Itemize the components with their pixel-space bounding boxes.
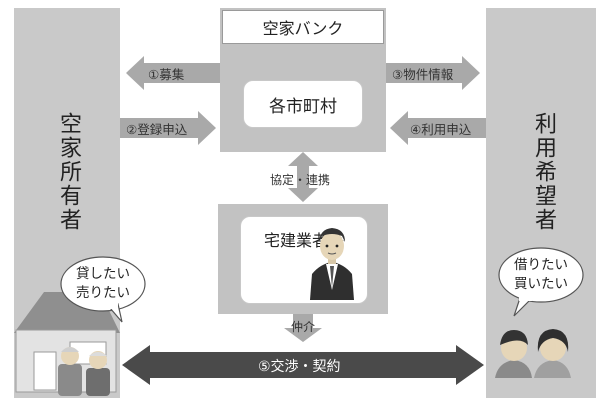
seekers-label: 利用希望者 [531,112,556,232]
owner-bubble-line-2: 売りたい [76,285,130,301]
seeker-speech-bubble [498,247,584,317]
mediation-arrow [284,314,322,342]
akiya-bank-title: 空家バンク [222,10,384,44]
owner-speech-bubble [60,256,146,323]
municipality-box: 各市町村 [243,80,363,128]
owner-bubble-text: 貸したい 売りたい [63,265,143,303]
use-apply-arrow [390,111,486,145]
young-couple-icon [495,329,571,378]
seeker-bubble-text: 借りたい 買いたい [501,256,581,294]
seeker-bubble-line-1: 借りたい [514,257,568,273]
property-info-label: ③物件情報 [392,67,454,82]
owner-bubble-line-1: 貸したい [76,266,130,282]
negotiation-arrow [122,345,484,385]
seekers-panel [486,8,596,398]
businessman-icon [310,228,354,300]
elderly-couple-icon [58,347,110,396]
recruit-arrow [126,56,220,90]
use-apply-label: ④利用申込 [410,122,472,137]
mediation-label: 仲介 [291,320,316,334]
negotiation-label: ⑤交渉・契約 [258,359,341,375]
agreement-label: 協定・連携 [270,173,331,187]
seeker-bubble-line-2: 買いたい [514,276,568,292]
property-info-arrow [386,56,480,90]
register-arrow [120,111,216,145]
recruit-label: ①募集 [148,67,185,82]
register-label: ②登録申込 [126,122,188,137]
agreement-arrow [288,152,318,202]
owners-label: 空家所有者 [56,112,81,232]
